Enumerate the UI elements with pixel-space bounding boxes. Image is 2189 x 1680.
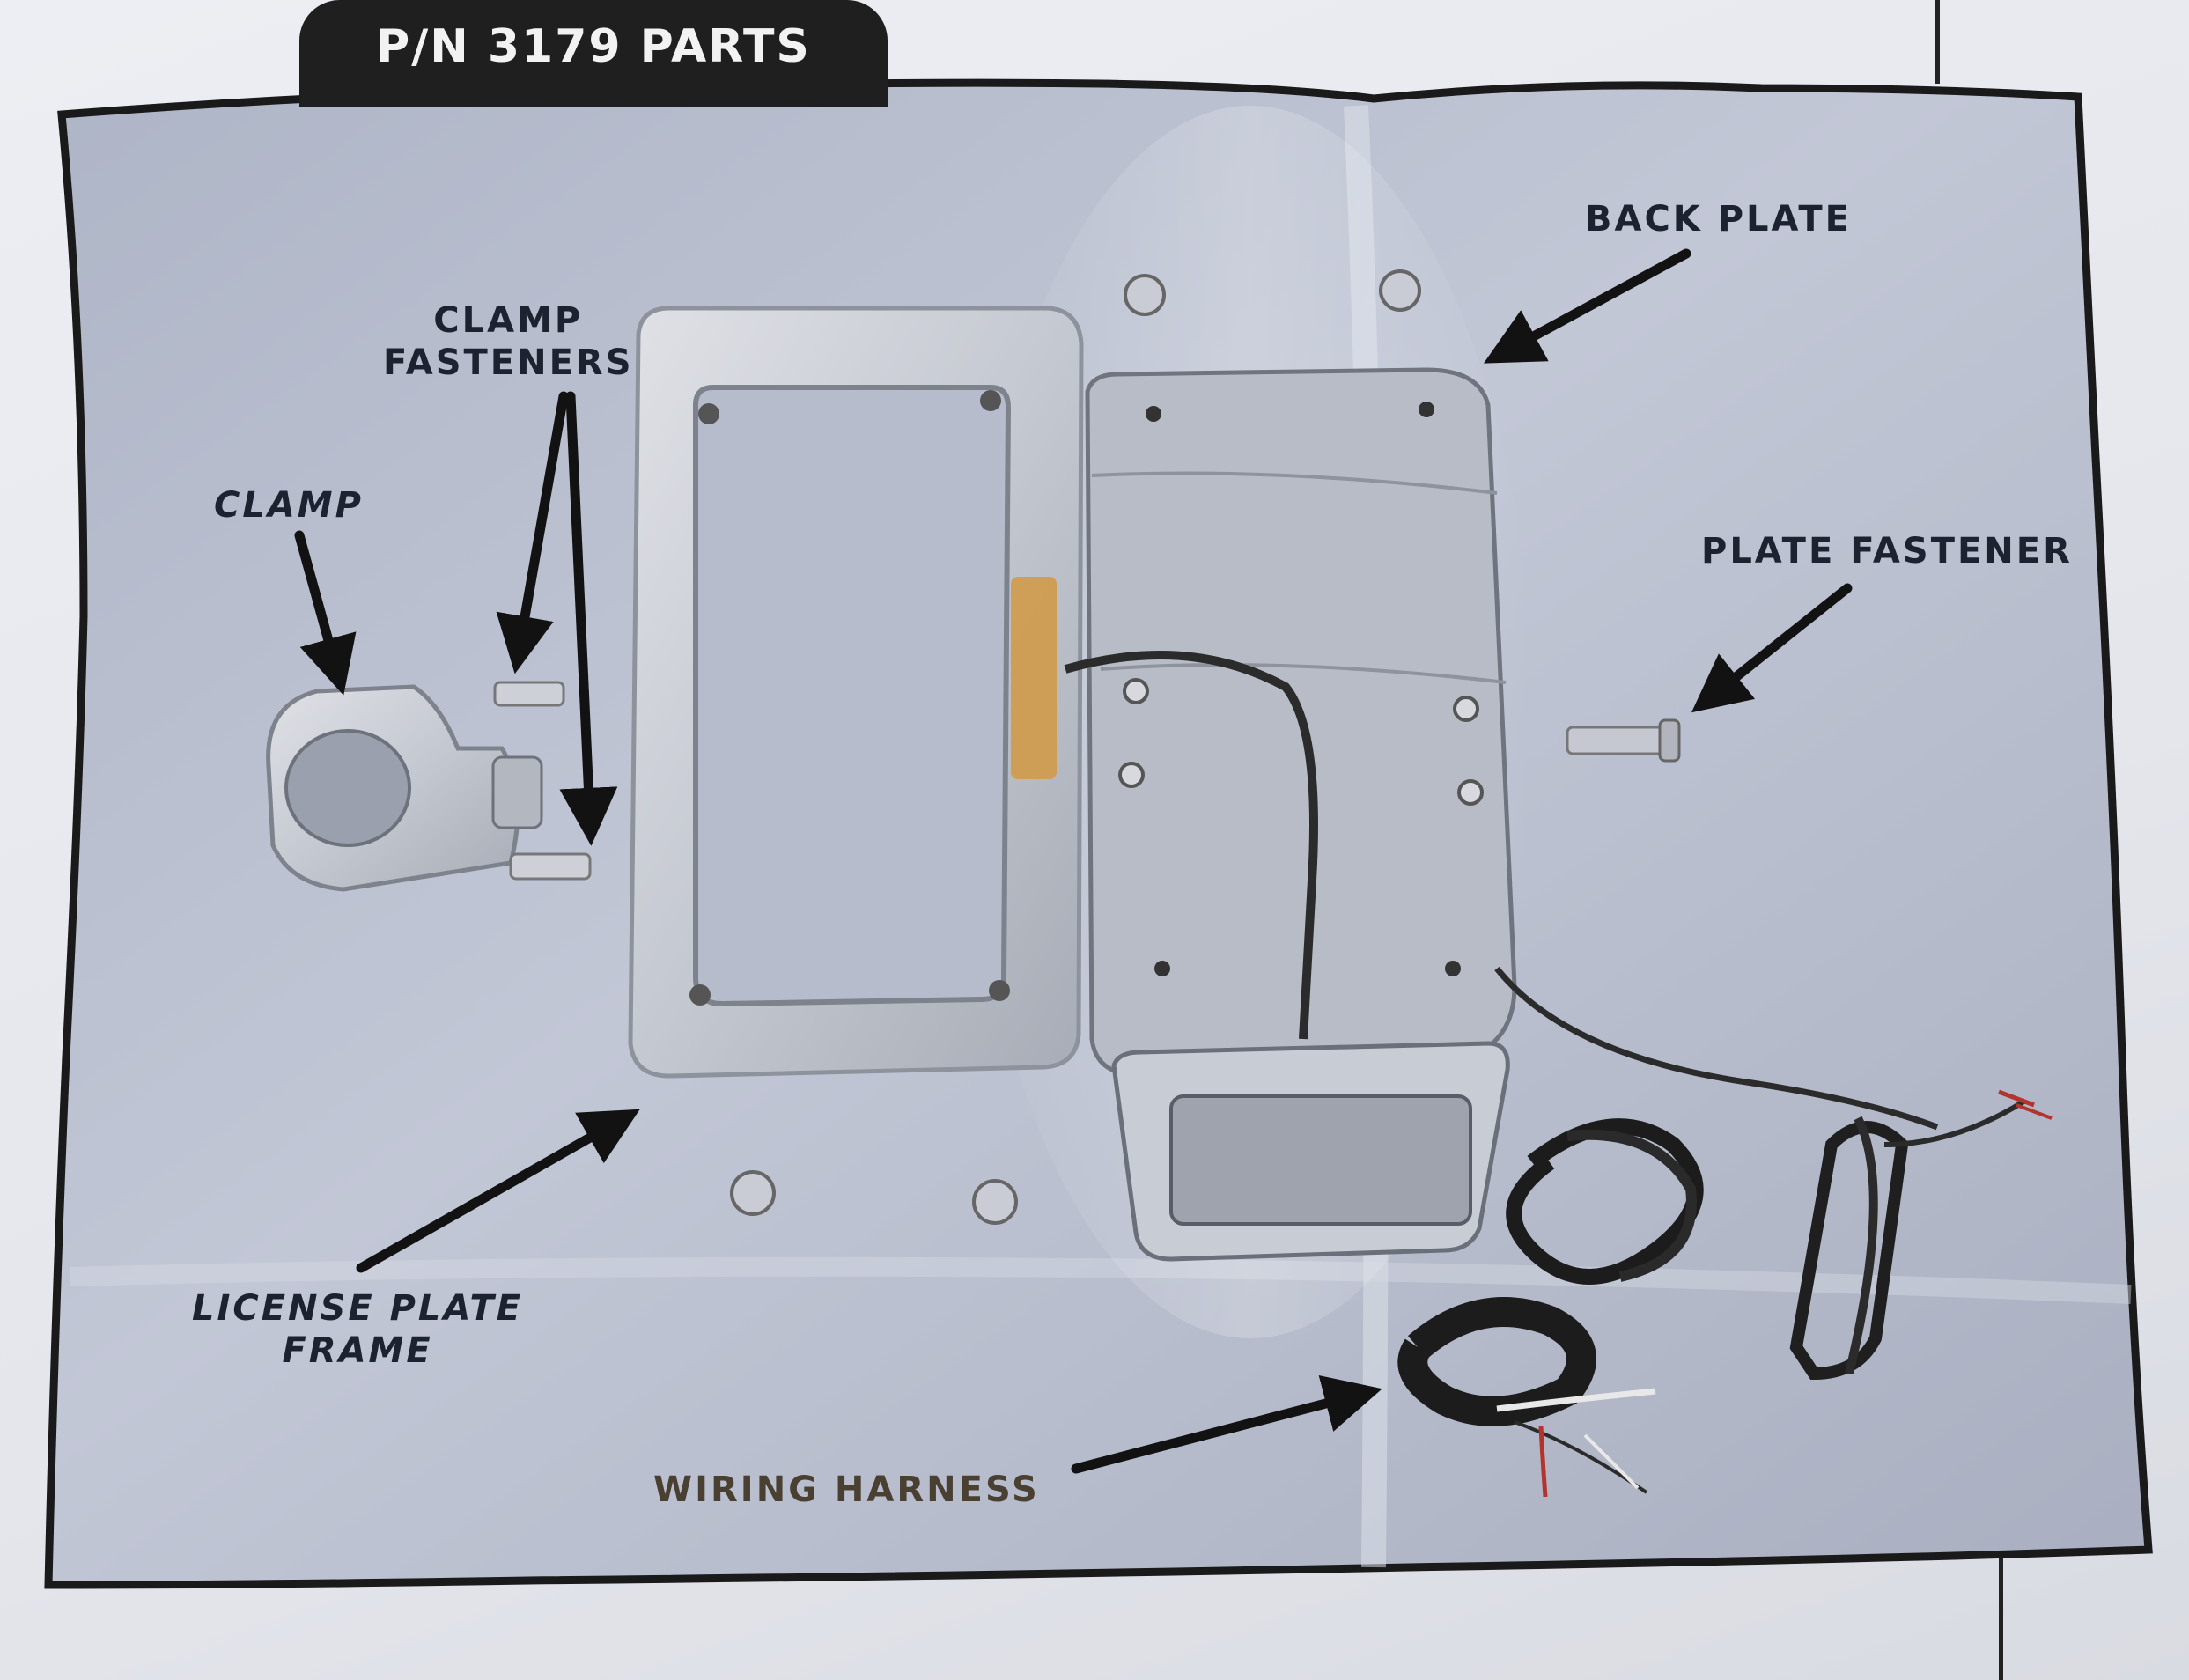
standoff-nuts	[730, 269, 1421, 1225]
arrow-back-plate	[1483, 248, 1692, 364]
label-wiring-harness: WIRING HARNESS	[653, 1469, 1040, 1511]
label-clamp-fasteners: CLAMP FASTENERS	[383, 299, 634, 384]
arrow-clamp	[294, 530, 357, 696]
wiring-harness-part	[1397, 1089, 2053, 1498]
label-license-plate-frame-line2: FRAME	[282, 1330, 433, 1371]
page-edge-line	[1935, 0, 1940, 84]
label-plate-fastener: PLATE FASTENER	[1701, 530, 2073, 572]
label-clamp: CLAMP	[214, 484, 364, 527]
page-edge-line	[1999, 1557, 2003, 1680]
title-tab: P/N 3179 PARTS	[299, 0, 888, 107]
license-plate-frame-part	[628, 306, 1084, 1079]
label-plate-fastener-text: PLATE FASTENER	[1701, 531, 2073, 571]
arrow-license-plate-frame	[356, 1109, 640, 1273]
back-plate-part	[1064, 367, 1939, 1262]
label-license-plate-frame: LICENSE PLATE FRAME	[192, 1287, 523, 1372]
label-wiring-harness-text: WIRING HARNESS	[653, 1470, 1040, 1510]
arrow-clamp-fastener-a	[496, 391, 569, 674]
label-clamp-fasteners-line1: CLAMP	[433, 300, 584, 341]
arrow-clamp-fastener-b	[559, 391, 618, 846]
arrow-wiring-harness	[1071, 1374, 1382, 1474]
plate-fastener-part	[1566, 718, 1681, 763]
label-back-plate: BACK PLATE	[1585, 198, 1852, 240]
page-title: P/N 3179 PARTS	[376, 20, 811, 73]
label-clamp-text: CLAMP	[214, 485, 364, 526]
callout-arrows	[294, 248, 1853, 1474]
label-clamp-fasteners-line2: FASTENERS	[383, 343, 634, 383]
label-back-plate-text: BACK PLATE	[1585, 199, 1852, 239]
label-license-plate-frame-line1: LICENSE PLATE	[192, 1288, 524, 1329]
arrow-plate-fastener	[1691, 583, 1853, 713]
clamp-fasteners-part	[493, 681, 592, 881]
clamp-part	[266, 684, 543, 892]
